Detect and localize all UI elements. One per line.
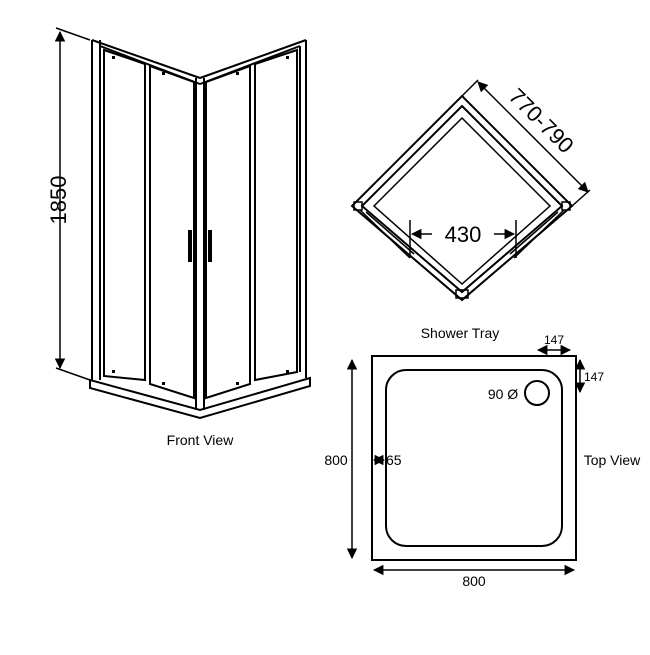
- right-door-handle: [208, 230, 212, 262]
- height-dimension-line: [54, 27, 91, 381]
- entry-dimension-line: [409, 220, 517, 258]
- top-view-drawing: [371, 355, 577, 561]
- height-dimension-label: 1850: [46, 176, 71, 225]
- top-view-label: Top View: [584, 452, 641, 468]
- waste-outlet-circle: [524, 380, 550, 406]
- width-dimension-label: 800: [462, 573, 486, 589]
- corner-offset-y-label: 147: [584, 370, 604, 384]
- entry-dimension-label: 430: [445, 222, 482, 247]
- hinge-marks: [112, 56, 289, 385]
- diagonal-dimension-label: 770-790: [504, 83, 579, 158]
- corner-offset-x-label: 147: [544, 333, 564, 347]
- tray-corner-details: [353, 201, 571, 299]
- front-view-label: Front View: [167, 432, 235, 448]
- diagonal-dimension-line: [461, 79, 591, 207]
- waste-dimension-label: 90 Ø: [488, 386, 518, 402]
- shower-tray-label: Shower Tray: [421, 325, 500, 341]
- rim-dimension-label: 65: [386, 452, 402, 468]
- front-view-drawing: [89, 39, 311, 420]
- depth-dimension-label: 800: [324, 452, 348, 468]
- left-door-handle: [188, 230, 192, 262]
